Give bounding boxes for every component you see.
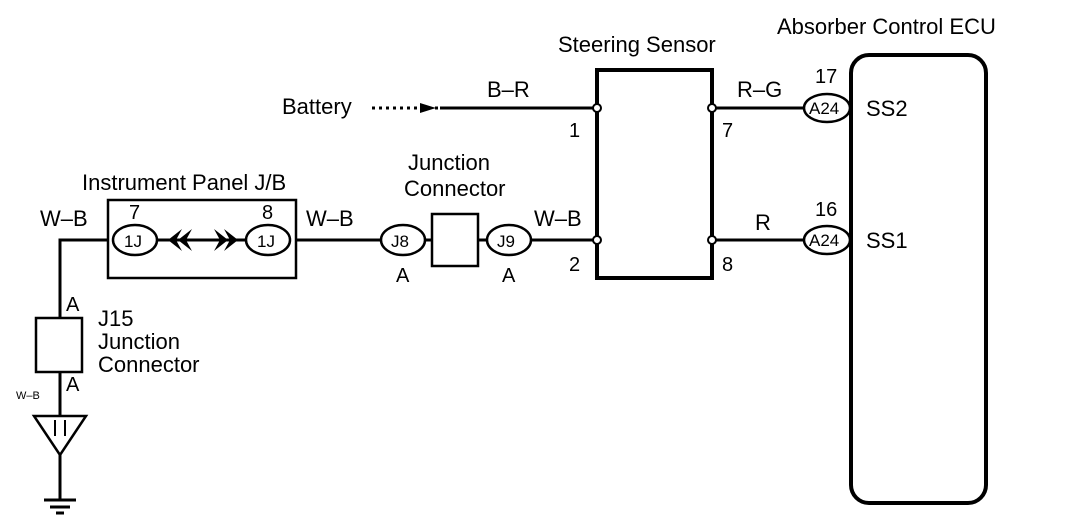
ecu-connector-upper-label: A24 (809, 99, 839, 118)
j15-label-3: Connector (98, 352, 200, 377)
junction-connector-box (430, 212, 480, 268)
jb-pin-7: 7 (129, 202, 140, 224)
sensor-pin-7-dot (707, 103, 717, 113)
jb-connector-right-label: 1J (257, 232, 275, 251)
ecu-connector-lower-label: A24 (809, 231, 839, 250)
ss1-wire-color: R (755, 210, 771, 235)
ground-feed-wire-color: W–B (40, 206, 88, 231)
jb-pin-8: 8 (262, 202, 273, 224)
j15-label-2: Junction (98, 329, 180, 354)
jb-chevron-right (214, 229, 238, 251)
connector-j8 (379, 223, 427, 257)
j8-letter: A (396, 265, 410, 287)
battery-label: Battery (282, 94, 352, 119)
junction-connector-label-1: Junction (408, 150, 490, 175)
ground-small-wire-color: W–B (16, 390, 40, 402)
connector-j8-label: J8 (391, 232, 409, 251)
instrument-panel-jb-label: Instrument Panel J/B (82, 170, 286, 195)
ecu-connector-lower (802, 224, 852, 256)
ss2-wire-color: R–G (737, 77, 782, 102)
steering-sensor-box (595, 68, 714, 280)
ecu-pin-17: 17 (815, 66, 837, 88)
ecu-connector-upper (802, 92, 852, 124)
steering-sensor-label: Steering Sensor (558, 32, 716, 57)
battery-wire-color: B–R (487, 77, 530, 102)
terminal-ss1: SS1 (866, 228, 908, 253)
earth-ground-icon (44, 498, 76, 515)
absorber-ecu-label: Absorber Control ECU (777, 14, 996, 39)
jb-connector-left-label: 1J (124, 232, 142, 251)
sensor-pin-2-dot (592, 235, 602, 245)
sensor-pin-1: 1 (569, 120, 580, 142)
sensor-pin-8-dot (707, 235, 717, 245)
j15-pin-top: A (66, 294, 80, 316)
absorber-ecu-box (849, 53, 988, 505)
sensor-pin-7: 7 (722, 120, 733, 142)
battery-arrow (420, 103, 436, 113)
jb-chevron-left (168, 229, 192, 251)
j15-pin-bottom: A (66, 374, 80, 396)
ground-triangle (31, 414, 89, 458)
jc-to-sensor-wire-color: W–B (534, 206, 582, 231)
sensor-pin-2: 2 (569, 254, 580, 276)
j9-letter: A (502, 265, 516, 287)
connector-j9 (485, 223, 533, 257)
connector-j9-label: J9 (497, 232, 515, 251)
sensor-pin-1-dot (592, 103, 602, 113)
terminal-ss2: SS2 (866, 96, 908, 121)
jb-to-jc-wire-color: W–B (306, 206, 354, 231)
j15-box (34, 316, 84, 374)
sensor-pin-8: 8 (722, 254, 733, 276)
j15-label-1: J15 (98, 306, 133, 331)
junction-connector-label-2: Connector (404, 176, 506, 201)
ecu-pin-16: 16 (815, 199, 837, 221)
ground-feed-wire (58, 238, 114, 318)
